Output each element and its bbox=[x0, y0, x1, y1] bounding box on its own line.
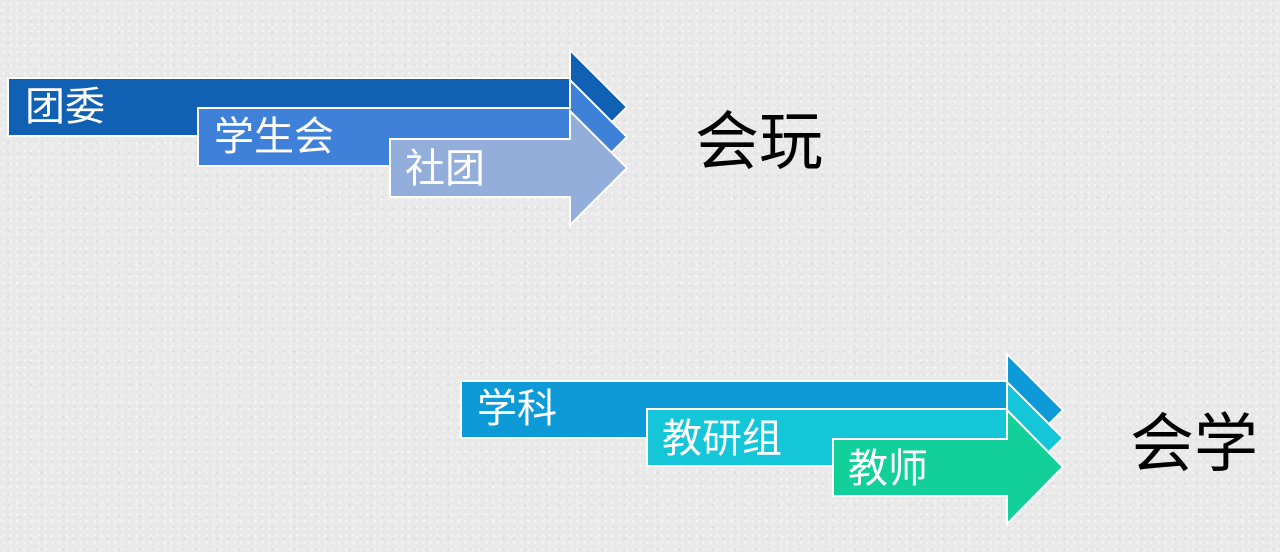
group-learn: 学科 教研组 教师 会学 bbox=[460, 351, 1258, 527]
arrow-label-xueke: 学科 bbox=[477, 386, 557, 432]
result-label-learn: 会学 bbox=[1130, 408, 1258, 482]
arrow-jiaoshi bbox=[832, 407, 1065, 527]
arrow-label-jiaoshi: 教师 bbox=[848, 446, 928, 492]
arrow-label-shetuan: 社团 bbox=[405, 146, 485, 192]
arrow-label-jiaoyanzu: 教研组 bbox=[662, 416, 782, 462]
arrow-shetuan bbox=[389, 108, 629, 228]
arrow-label-tuanwei: 团委 bbox=[25, 84, 105, 130]
arrow-label-xueshenghui: 学生会 bbox=[214, 114, 334, 160]
group-play: 团委 学生会 社团 会玩 bbox=[7, 47, 823, 228]
result-label-play: 会玩 bbox=[695, 106, 823, 180]
